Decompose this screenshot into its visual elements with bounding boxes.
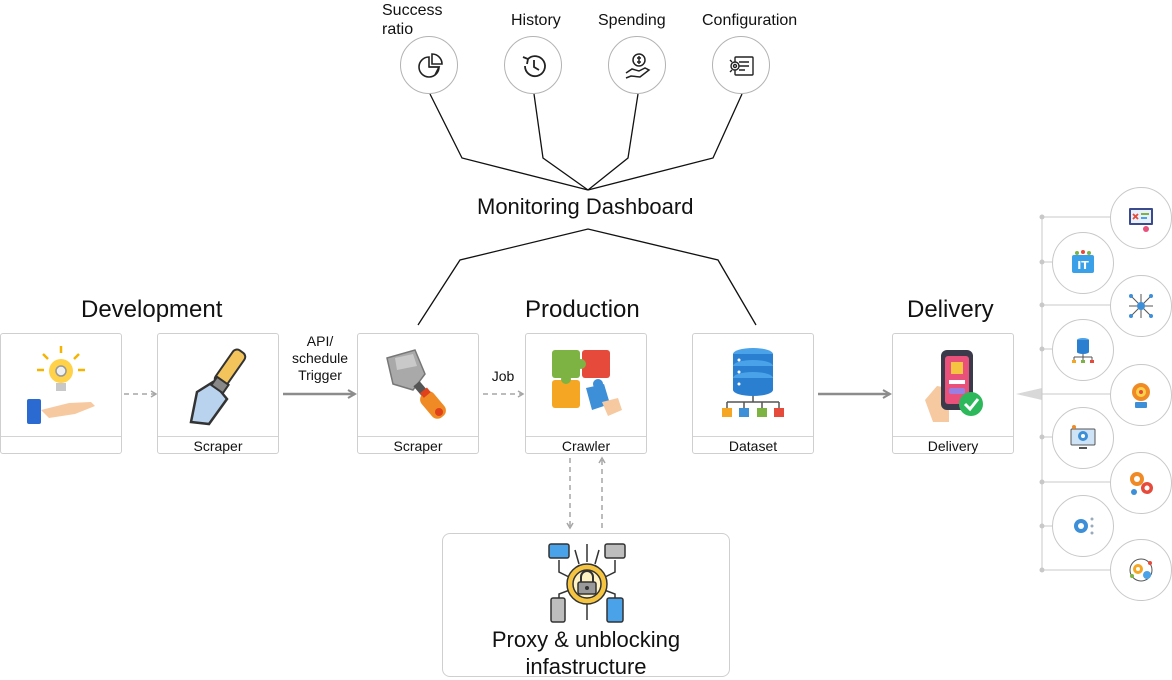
scraper-icon <box>189 348 247 426</box>
dev-scraper-caption: Scraper <box>158 436 278 456</box>
delivery-heading: Delivery <box>907 296 994 323</box>
it-icon: IT <box>1072 250 1094 273</box>
configuration-node <box>712 36 770 94</box>
configuration-label: Configuration <box>702 12 798 29</box>
gears-icon <box>1130 472 1153 495</box>
dashboard-icon <box>1129 208 1153 232</box>
spending-icon <box>625 53 651 79</box>
phone-delivery-icon <box>925 350 983 422</box>
dataset-card: Dataset <box>692 333 814 454</box>
delivery-caption: Delivery <box>893 436 1013 456</box>
prod-scraper-caption: Scraper <box>358 436 478 456</box>
history-node <box>504 36 562 94</box>
configuration-icon <box>729 56 754 76</box>
pie-chart-icon <box>418 53 443 78</box>
delivery-card: Delivery <box>892 333 1014 454</box>
scraper-icon <box>386 349 446 419</box>
network-lock-icon <box>548 543 626 623</box>
prod-scraper-card: Scraper <box>357 333 479 454</box>
delivery-fan-dots <box>1039 214 1045 573</box>
proxy-infrastructure-box: Proxy & unblocking infastructure <box>442 533 730 679</box>
delivery-target-settings-idea <box>1110 364 1172 426</box>
settings-idea-icon <box>1132 383 1150 408</box>
idea-caption <box>1 436 121 456</box>
spending-label: Spending <box>598 12 666 29</box>
history-label: History <box>511 12 561 29</box>
history-icon <box>522 55 546 78</box>
proxy-title: Proxy & unblocking infastructure <box>491 627 681 679</box>
delivery-target-dashboard <box>1110 187 1172 249</box>
crawler-caption: Crawler <box>526 436 646 456</box>
cloud-network-icon <box>1129 558 1153 582</box>
gear-dots-icon <box>1074 517 1094 535</box>
crawler-proxy-arrows <box>566 456 606 530</box>
idea-hand-icon <box>27 346 95 424</box>
network-hub-icon <box>1129 294 1153 318</box>
database-icon <box>722 348 784 417</box>
delivery-target-gear-dots <box>1052 495 1114 557</box>
dev-scraper-card: Scraper <box>157 333 279 454</box>
development-heading: Development <box>81 296 223 323</box>
idea-card <box>0 333 122 454</box>
dataset-caption: Dataset <box>693 436 813 456</box>
delivery-target-database-network <box>1052 319 1114 381</box>
monitoring-tree-lines <box>417 93 757 326</box>
success-ratio-node <box>400 36 458 94</box>
delivery-target-gears <box>1110 452 1172 514</box>
svg-text:IT: IT <box>1077 259 1089 272</box>
delivery-target-cloud-network <box>1110 539 1172 601</box>
database-network-icon <box>1072 338 1094 363</box>
monitor-settings-icon <box>1070 425 1096 449</box>
monitoring-dashboard-title: Monitoring Dashboard <box>477 194 694 219</box>
success-ratio-label: Success ratio <box>382 2 443 38</box>
delivery-target-network-hub <box>1110 275 1172 337</box>
crawler-card: Crawler <box>525 333 647 454</box>
delivery-target-monitor-settings <box>1052 407 1114 469</box>
puzzle-icon <box>552 350 622 416</box>
trigger-label: API/ schedule Trigger <box>291 333 349 383</box>
spending-node <box>608 36 666 94</box>
job-label: Job <box>491 368 515 384</box>
production-heading: Production <box>525 296 640 323</box>
delivery-target-it: IT <box>1052 232 1114 294</box>
